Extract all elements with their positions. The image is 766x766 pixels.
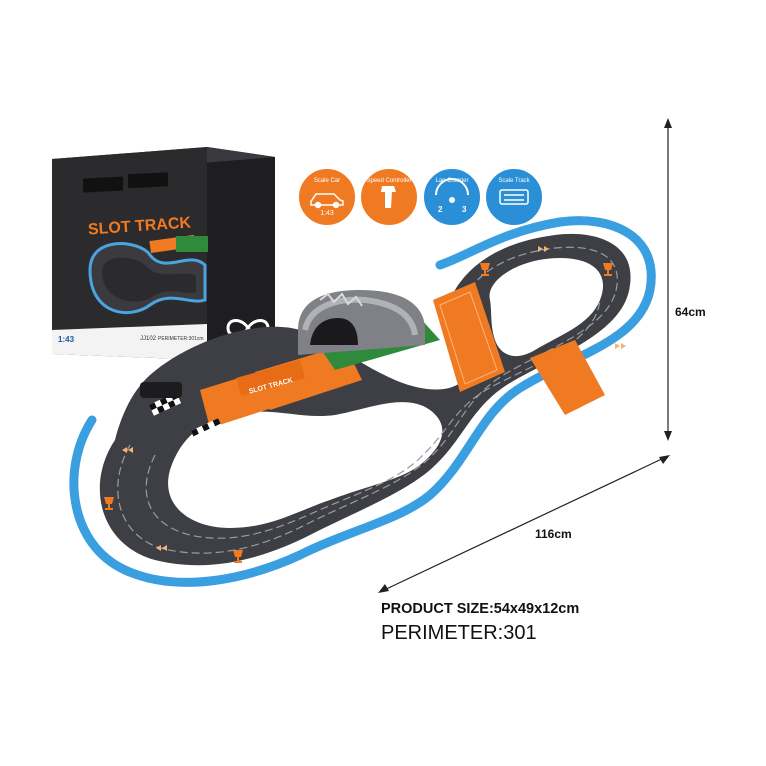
box-scale: 1:43 [58, 335, 75, 344]
race-track: SLOT TRACK [69, 216, 656, 587]
dimension-arrows [378, 118, 672, 593]
car-icon [310, 193, 344, 209]
feature-label-speed-controller: Speed Controller [366, 178, 412, 184]
perimeter-text: PERIMETER:301 [381, 622, 537, 644]
height-dimension-label: 64cm [675, 305, 706, 319]
controller-icon [381, 186, 396, 208]
lap-counter-icon: 2 3 [435, 178, 469, 214]
feature-badges: 2 3 [297, 167, 544, 227]
feature-value-scale-car: 1:43 [320, 210, 334, 217]
svg-text:2: 2 [438, 205, 443, 214]
feature-label-scale-track: Scale Track [498, 178, 530, 184]
svg-text:3: 3 [462, 205, 467, 214]
box-perimeter-note: PERIMETER:301cm [158, 336, 204, 342]
track-piece-icon [499, 189, 529, 205]
feature-label-scale-car: Scale Car [313, 178, 341, 184]
tunnel [298, 290, 440, 370]
product-size-text: PRODUCT SIZE:54x49x12cm [381, 601, 580, 617]
trophy-icon [104, 263, 613, 563]
product-box [52, 147, 275, 360]
box-model: JJ102 [140, 336, 157, 342]
width-dimension-label: 116cm [535, 527, 572, 541]
feature-label-lap-counter: Lap Counter [435, 178, 469, 184]
